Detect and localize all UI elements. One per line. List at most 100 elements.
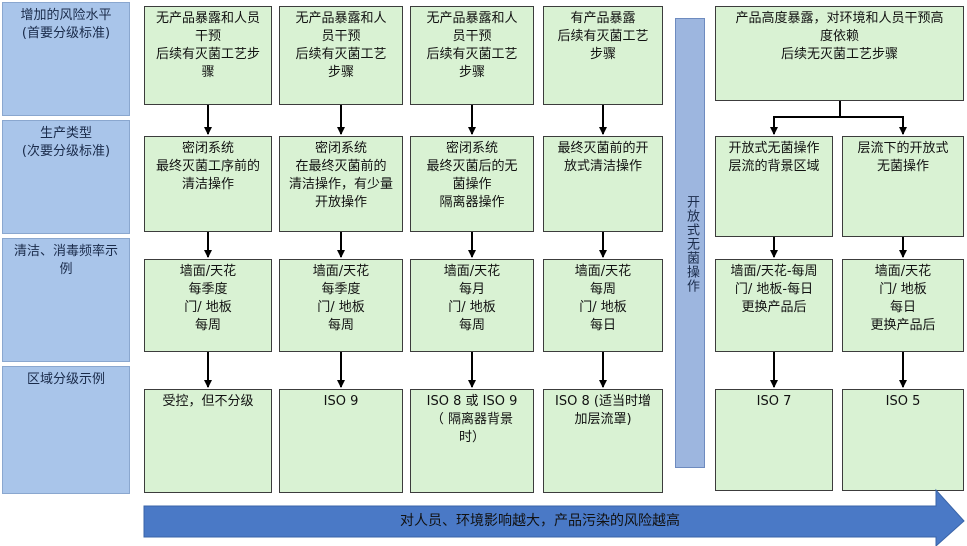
row-label-line: (次要分级标准) <box>21 144 111 159</box>
text-line: 清洁操作，有少量 <box>288 177 393 192</box>
text-line: 层流下的开放式 <box>857 141 949 156</box>
col4-frequency-box: 墙面/天花 每周 门/ 地板 每日 <box>543 259 663 352</box>
row-label-line: 区域分级示例 <box>26 372 105 387</box>
text-line: 层流的背景区域 <box>728 159 820 174</box>
text-line: ISO 8 (适当时增 <box>555 394 651 409</box>
text-line: 门/ 地板 <box>579 300 627 315</box>
text-line: 门/ 地板 <box>184 300 232 315</box>
col4-type-box: 最终灭菌前的开 放式清洁操作 <box>543 136 663 232</box>
text-line: 门/ 地板 <box>317 300 365 315</box>
col3-risk-box: 无产品暴露和人 员干预 后续有灭菌工艺 步骤 <box>410 6 534 105</box>
right-risk-box: 产品高度暴露，对环境和人员干预高 度依赖 后续无灭菌工艺步骤 <box>715 6 964 101</box>
col1-risk-box: 无产品暴露和人员 干预 后续有灭菌工艺步 骤 <box>144 6 272 105</box>
text-line: 清洁操作 <box>181 177 234 192</box>
right-col2-frequency-box: 墙面/天花 门/ 地板 每日 更换产品后 <box>842 259 964 352</box>
text-line: 最终灭菌工序前的 <box>155 159 260 174</box>
text-line: 干预 <box>194 29 221 44</box>
text-line: 墙面/天花 <box>312 264 370 279</box>
text-line: 每日 <box>889 300 916 315</box>
row-label-zone-grade: 区域分级示例 <box>2 366 130 494</box>
text-line: 每日 <box>589 318 616 333</box>
row-label-line: 例 <box>59 262 73 277</box>
text-line: 每周 <box>589 282 616 297</box>
text-line: 时） <box>458 430 485 445</box>
col2-risk-box: 无产品暴露和人 员干预 后续有灭菌工艺 步骤 <box>279 6 403 105</box>
col2-grade-box: ISO 9 <box>279 389 403 493</box>
text-line: 墙面/天花 <box>574 264 632 279</box>
row-label-production-type: 生产类型 (次要分级标准) <box>2 120 130 234</box>
text-line: 墙面/天花-每周 <box>730 264 818 279</box>
text-line: 放式清洁操作 <box>563 159 642 174</box>
text-line: 有产品暴露 <box>570 11 636 26</box>
right-col1-grade-box: ISO 7 <box>715 389 833 491</box>
row-label-line: (首要分级标准) <box>21 26 111 41</box>
text-line: 步骤 <box>327 65 354 80</box>
text-line: 每月 <box>458 282 485 297</box>
text-line: 开放式无菌操作 <box>728 141 820 156</box>
text-line: 后续有灭菌工艺步 <box>155 47 260 62</box>
text-line: 更换产品后 <box>741 300 807 315</box>
right-col1-type-box: 开放式无菌操作 层流的背景区域 <box>715 136 833 237</box>
col2-type-box: 密闭系统 在最终灭菌前的 清洁操作，有少量 开放操作 <box>279 136 403 232</box>
text-line: 更换产品后 <box>870 318 936 333</box>
text-line: 墙面/天花 <box>179 264 237 279</box>
col4-grade-box: ISO 8 (适当时增 加层流罩) <box>543 389 663 493</box>
text-line: ISO 5 <box>885 394 921 409</box>
text-line: ISO 8 或 ISO 9 <box>426 394 518 409</box>
text-line: 员干预 <box>321 29 361 44</box>
text-line: 无产品暴露和人员 <box>155 11 260 26</box>
row-label-cleaning-frequency: 清洁、消毒频率示 例 <box>2 238 130 362</box>
text-line: 隔离器操作 <box>439 195 505 210</box>
text-line: 每周 <box>194 318 221 333</box>
text-line: ISO 7 <box>756 394 792 409</box>
right-col2-type-box: 层流下的开放式 无菌操作 <box>842 136 964 237</box>
text-line: 无产品暴露和人 <box>426 11 518 26</box>
row-label-line: 清洁、消毒频率示 <box>13 244 118 259</box>
text-line: 菌操作 <box>452 177 492 192</box>
text-line: 度依赖 <box>819 29 859 44</box>
risk-direction-text: 对人员、环境影响越大，产品污染的风险越高 <box>400 513 680 529</box>
text-line: 在最终灭菌前的 <box>295 159 387 174</box>
text-line: 受控，但不分级 <box>162 394 254 409</box>
right-col1-frequency-box: 墙面/天花-每周 门/ 地板-每日 更换产品后 <box>715 259 833 352</box>
row-label-line: 生产类型 <box>39 126 92 141</box>
text-line: 门/ 地板 <box>448 300 496 315</box>
text-line: 墙面/天花 <box>443 264 501 279</box>
text-line: 开放操作 <box>314 195 367 210</box>
text-line: 每周 <box>327 318 354 333</box>
text-line: 无菌操作 <box>876 159 929 174</box>
text-line: 步骤 <box>589 47 616 62</box>
row-label-risk-level: 增加的风险水平 (首要分级标准) <box>2 2 130 116</box>
text-line: 加层流罩) <box>574 412 632 427</box>
text-line: 密闭系统 <box>181 141 234 156</box>
text-line: 门/ 地板 <box>879 282 927 297</box>
text-line: 密闭系统 <box>445 141 498 156</box>
row-label-line: 增加的风险水平 <box>20 8 112 23</box>
text-line: 后续有灭菌工艺 <box>557 29 649 44</box>
text-line: 密闭系统 <box>314 141 367 156</box>
risk-direction-arrow <box>143 488 965 546</box>
text-line: 墙面/天花 <box>874 264 932 279</box>
text-line: 最终灭菌后的无 <box>426 159 518 174</box>
col2-frequency-box: 墙面/天花 每季度 门/ 地板 每周 <box>279 259 403 352</box>
text-line: 每季度 <box>321 282 361 297</box>
arrow-connector-split <box>774 101 841 118</box>
text-line: 步骤 <box>458 65 485 80</box>
col1-type-box: 密闭系统 最终灭菌工序前的 清洁操作 <box>144 136 272 232</box>
text-line: 后续有灭菌工艺 <box>295 47 387 62</box>
col3-type-box: 密闭系统 最终灭菌后的无 菌操作 隔离器操作 <box>410 136 534 232</box>
text-line: 后续无灭菌工艺步骤 <box>780 47 898 62</box>
text-line: 每季度 <box>188 282 228 297</box>
vertical-bar-label: 开放式无菌操作 <box>684 195 699 293</box>
col1-frequency-box: 墙面/天花 每季度 门/ 地板 每周 <box>144 259 272 352</box>
text-line: 后续有灭菌工艺 <box>426 47 518 62</box>
col1-grade-box: 受控，但不分级 <box>144 389 272 493</box>
text-line: 员干预 <box>452 29 492 44</box>
col3-frequency-box: 墙面/天花 每月 门/ 地板 每周 <box>410 259 534 352</box>
col3-grade-box: ISO 8 或 ISO 9 （ 隔离器背景 时） <box>410 389 534 493</box>
text-line: 最终灭菌前的开 <box>557 141 649 156</box>
text-line: 无产品暴露和人 <box>295 11 387 26</box>
text-line: 产品高度暴露，对环境和人员干预高 <box>735 11 944 26</box>
text-line: （ 隔离器背景 <box>430 412 514 427</box>
